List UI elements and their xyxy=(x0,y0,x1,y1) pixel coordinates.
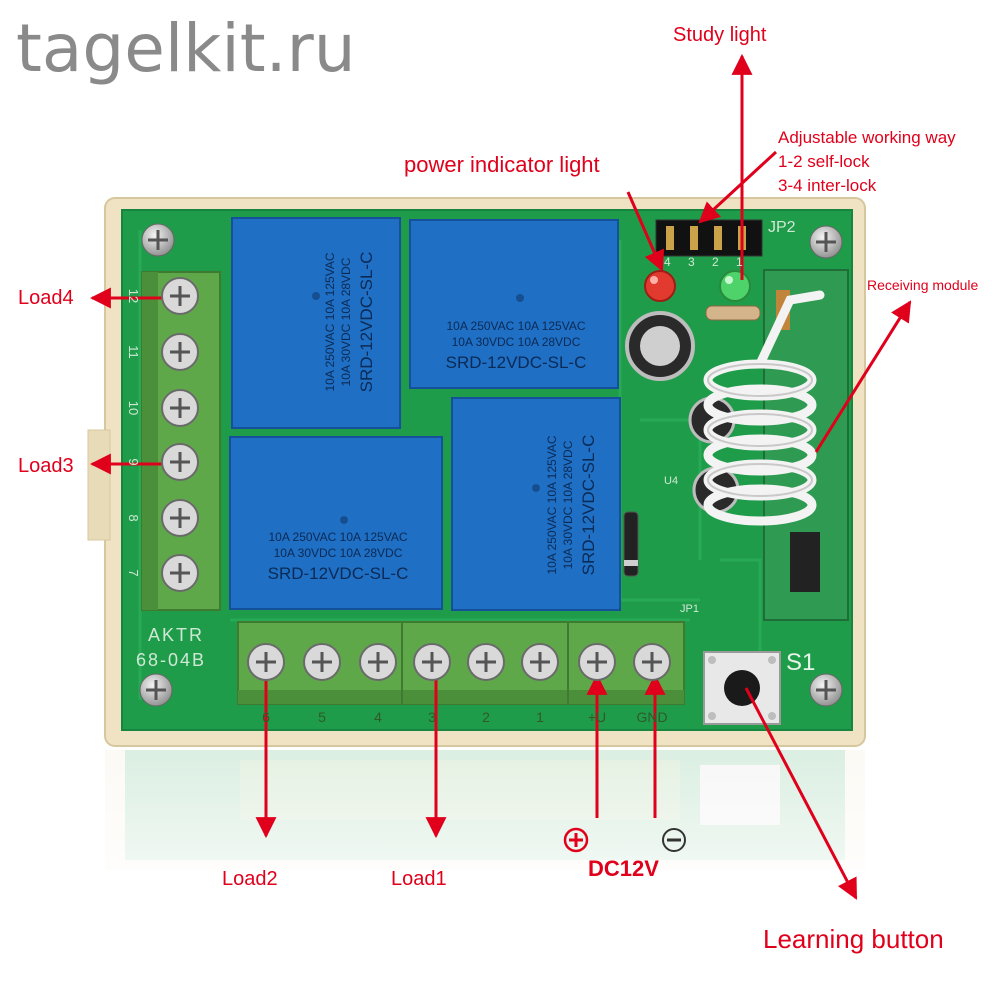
board-model-line2: 68-04B xyxy=(136,650,206,670)
screw-slot xyxy=(312,652,332,672)
terminal-label: 6 xyxy=(262,709,270,725)
terminal-label: 3 xyxy=(428,709,436,725)
callout-study-light: Study light xyxy=(673,24,767,46)
screw-slot xyxy=(422,652,442,672)
callout-receiving-module: Receiving module xyxy=(867,277,979,293)
callout-learning-button: Learning button xyxy=(763,924,944,954)
relay-rating-text: 10A 250VAC 10A 125VAC xyxy=(545,435,559,574)
terminal-label: GND xyxy=(636,709,667,725)
callout-load2: Load2 xyxy=(222,868,278,890)
relay-rating-text: 10A 250VAC 10A 125VAC xyxy=(447,319,586,333)
screw-slot xyxy=(170,398,190,418)
relay-rating-text: 10A 30VDC 10A 28VDC xyxy=(452,335,581,349)
relay-rating-text: SRD-12VDC-SL-C xyxy=(268,564,409,583)
relay-rating-text: SRD-12VDC-SL-C xyxy=(446,353,587,372)
mounting-screws xyxy=(139,223,843,707)
watermark: tagelkit.ru xyxy=(16,10,356,87)
relay-rating-text: 10A 250VAC 10A 125VAC xyxy=(269,530,408,544)
callout-power-indicator-light: power indicator light xyxy=(404,152,600,177)
adjustable-line1: Adjustable working way xyxy=(778,128,956,147)
learning-button-component xyxy=(703,651,781,725)
callout-load4: Load4 xyxy=(18,287,74,309)
terminal-label: 4 xyxy=(374,709,382,725)
relay-label: 10A 250VAC 10A 125VAC 10A 30VDC 10A 28VDC… xyxy=(446,319,587,372)
screw-slot xyxy=(530,652,550,672)
relay-rating-text: 10A 30VDC 10A 28VDC xyxy=(274,546,403,560)
adjustable-line2: 1-2 self-lock xyxy=(778,152,870,171)
screw-slot xyxy=(170,286,190,306)
u4-label: U4 xyxy=(664,475,678,487)
relay-rating-text: 10A 30VDC 10A 28VDC xyxy=(339,257,353,386)
relay-rating-text: 10A 30VDC 10A 28VDC xyxy=(561,440,575,569)
screw-slot xyxy=(476,652,496,672)
terminal-label: 1 xyxy=(536,709,544,725)
screw-slot xyxy=(170,563,190,583)
terminal-label: 10 xyxy=(126,401,141,415)
leds xyxy=(644,270,751,302)
screw-slot xyxy=(170,508,190,528)
relay-rating-text: SRD-12VDC-SL-C xyxy=(579,435,598,576)
terminal-label: 11 xyxy=(126,345,141,359)
terminal-label: 5 xyxy=(318,709,326,725)
left-terminal-screws: 12 11 10 9 8 7 xyxy=(126,277,199,592)
jp2-header xyxy=(655,219,763,257)
polarity-symbols xyxy=(563,827,686,853)
jp2-pin-label: 1 xyxy=(736,255,743,269)
jp2-pin-label: 4 xyxy=(664,255,671,269)
relay-label: 10A 250VAC 10A 125VAC 10A 30VDC 10A 28VDC… xyxy=(268,530,409,583)
left-terminal-block xyxy=(141,271,221,611)
callout-adjustable-working-way: Adjustable working way 1-2 self-lock 3-4… xyxy=(778,126,956,198)
terminal-label: 8 xyxy=(126,514,141,521)
terminal-label: 7 xyxy=(126,569,141,576)
screw-slot xyxy=(368,652,388,672)
jp2-label: JP2 xyxy=(768,219,796,236)
terminal-label: 12 xyxy=(126,289,141,303)
screw-slot xyxy=(170,342,190,362)
relay-rating-text: 10A 250VAC 10A 125VAC xyxy=(323,252,337,391)
callout-load3: Load3 xyxy=(18,455,74,477)
bottom-terminal-screws: 6 5 4 3 2 1 +U GND xyxy=(247,643,671,725)
callout-load1: Load1 xyxy=(391,868,447,890)
terminal-label: 9 xyxy=(126,458,141,465)
relay-rating-text: SRD-12VDC-SL-C xyxy=(357,252,376,393)
s1-label: S1 xyxy=(786,649,815,676)
relays xyxy=(229,217,621,611)
screw-slot xyxy=(642,652,662,672)
jp2-pin-label: 3 xyxy=(688,255,695,269)
board-model-line1: AKTR xyxy=(148,625,204,645)
screw-slot xyxy=(170,452,190,472)
jp1-label: JP1 xyxy=(680,603,699,615)
screw-slot xyxy=(587,652,607,672)
jp2-pin-label: 2 xyxy=(712,255,719,269)
callout-arrows xyxy=(89,53,912,900)
screw-slot xyxy=(256,652,276,672)
terminal-label: +U xyxy=(588,709,606,725)
callout-dc12v: DC12V xyxy=(588,856,659,881)
terminal-label: 2 xyxy=(482,709,490,725)
jp2-pin-labels: 4 3 2 1 xyxy=(664,255,743,269)
adjustable-line3: 3-4 inter-lock xyxy=(778,176,877,195)
